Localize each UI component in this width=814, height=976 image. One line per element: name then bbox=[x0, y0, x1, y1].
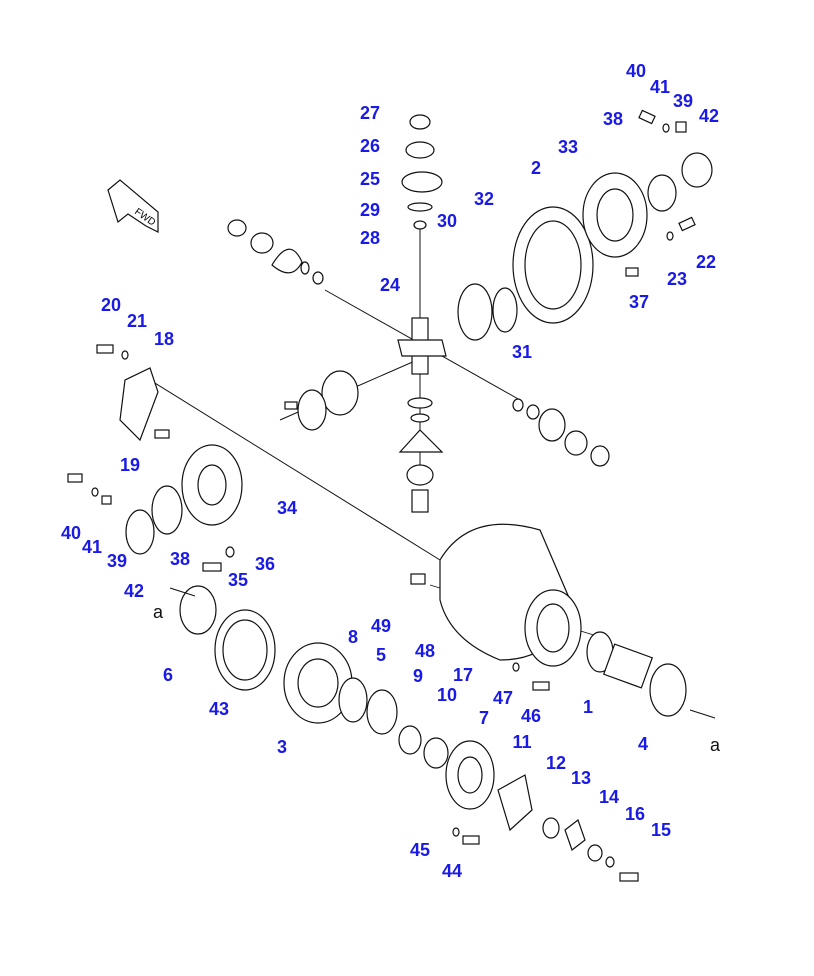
callout-label: 48 bbox=[414, 641, 436, 661]
callout-label: 28 bbox=[359, 228, 381, 248]
differential-spider bbox=[397, 317, 447, 375]
callout-label: 5 bbox=[375, 645, 387, 665]
upper-gear-stack bbox=[401, 114, 443, 230]
callout-label: 39 bbox=[672, 91, 694, 111]
callout-label: 20 bbox=[100, 295, 122, 315]
callout-label: 7 bbox=[478, 708, 490, 728]
callout-label: 46 bbox=[520, 706, 542, 726]
callout-label: 41 bbox=[649, 77, 671, 97]
callout-label: 12 bbox=[545, 753, 567, 773]
axle-housing bbox=[410, 523, 582, 667]
side-gears bbox=[297, 283, 518, 431]
callout-label: 8 bbox=[347, 627, 359, 647]
pinion-cage-assembly bbox=[179, 585, 639, 882]
callout-label: 31 bbox=[511, 342, 533, 362]
reference-arrow-right bbox=[689, 709, 716, 719]
callout-label: 42 bbox=[123, 581, 145, 601]
callout-label: 34 bbox=[276, 498, 298, 518]
callout-label: 42 bbox=[698, 106, 720, 126]
right-gear-stack bbox=[512, 398, 610, 467]
lower-gear-stack bbox=[398, 397, 444, 513]
callout-label: 19 bbox=[119, 455, 141, 475]
shaft-line-main bbox=[149, 379, 441, 561]
differential-case bbox=[582, 109, 713, 277]
callout-label: 3 bbox=[276, 737, 288, 757]
callout-label: 1 bbox=[582, 697, 594, 717]
drive-pinion bbox=[586, 631, 687, 717]
callout-label: 30 bbox=[436, 211, 458, 231]
callout-label: 39 bbox=[106, 551, 128, 571]
callout-label: 23 bbox=[666, 269, 688, 289]
callout-label: 41 bbox=[81, 537, 103, 557]
callout-label: 16 bbox=[624, 804, 646, 824]
callout-label: 4 bbox=[637, 734, 649, 754]
callout-label: 6 bbox=[162, 665, 174, 685]
callout-label: 9 bbox=[412, 666, 424, 686]
callout-label: 38 bbox=[169, 549, 191, 569]
callout-label: 26 bbox=[359, 136, 381, 156]
callout-label: 40 bbox=[625, 61, 647, 81]
callout-label: 24 bbox=[379, 275, 401, 295]
forward-arrow-icon: FWD bbox=[107, 179, 159, 233]
callout-label: 40 bbox=[60, 523, 82, 543]
callout-label: 18 bbox=[153, 329, 175, 349]
callout-label: 22 bbox=[695, 252, 717, 272]
callout-label: 15 bbox=[650, 820, 672, 840]
callout-label: 14 bbox=[598, 787, 620, 807]
callout-label: 33 bbox=[557, 137, 579, 157]
callout-label: 32 bbox=[473, 189, 495, 209]
callout-label: 29 bbox=[359, 200, 381, 220]
bearing-carrier bbox=[67, 344, 298, 572]
callout-label: 49 bbox=[370, 616, 392, 636]
callout-label: 43 bbox=[208, 699, 230, 719]
callout-label: 36 bbox=[254, 554, 276, 574]
callout-label: 11 bbox=[512, 732, 532, 752]
callout-label: 45 bbox=[409, 840, 431, 860]
reference-mark: a bbox=[152, 602, 164, 622]
ring-gear bbox=[512, 206, 594, 324]
callout-label: 35 bbox=[227, 570, 249, 590]
callout-label: 2 bbox=[530, 158, 542, 178]
callout-label: 21 bbox=[126, 311, 148, 331]
callout-label: 47 bbox=[492, 688, 514, 708]
callout-label: 17 bbox=[452, 665, 474, 685]
callout-label: 25 bbox=[359, 169, 381, 189]
callout-label: 10 bbox=[436, 685, 458, 705]
callout-label: 44 bbox=[441, 861, 463, 881]
callout-label: 37 bbox=[628, 292, 650, 312]
callout-label: 38 bbox=[602, 109, 624, 129]
reference-mark: a bbox=[709, 735, 721, 755]
left-gear-stack bbox=[227, 219, 324, 285]
reference-arrow-left bbox=[169, 587, 196, 597]
callout-label: 13 bbox=[570, 768, 592, 788]
callout-label: 27 bbox=[359, 103, 381, 123]
